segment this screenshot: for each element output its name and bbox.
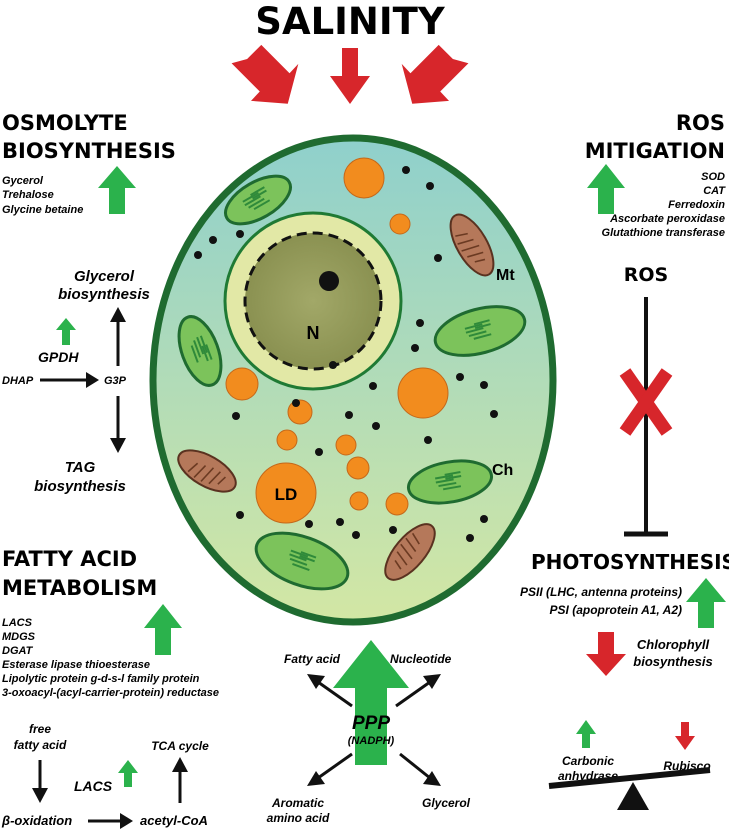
granules <box>194 166 498 542</box>
chloroplast <box>254 531 350 591</box>
ros-item: Ferredoxin <box>668 199 725 211</box>
psii-label: PSII (LHC, antenna proteins) <box>520 585 682 599</box>
fatty-acid-item: Lipolytic protein g-d-s-l family protein <box>2 673 200 685</box>
lipid-droplet-label: LD <box>275 485 298 504</box>
lipid-droplet-large <box>255 462 317 524</box>
rubisco-down-arrow <box>675 722 695 750</box>
arrow-down-beta <box>32 760 48 803</box>
fatty-acid-item: MDGS <box>2 631 36 643</box>
mitochondrion <box>177 449 237 493</box>
arrow-ppp-aromatic <box>307 752 353 786</box>
free-fatty-acid-label: fatty acid <box>14 738 67 752</box>
osmolyte-up-arrow <box>98 166 136 214</box>
lacs-up-arrow <box>118 760 138 787</box>
salinity-arrow-right <box>401 44 469 104</box>
osmolyte-item: Gycerol <box>2 175 44 187</box>
arrow-ppp-fatty-acid <box>307 674 353 708</box>
g3p-label: G3P <box>104 375 127 387</box>
osmolyte-heading-1: OSMOLYTE <box>2 111 128 135</box>
fatty-acid-item: Esterase lipase thioesterase <box>2 659 150 671</box>
fatty-acid-up-arrow <box>144 604 182 655</box>
arrow-ppp-glycerol <box>399 752 441 786</box>
fatty-acid-heading-1: FATTY ACID <box>2 547 137 571</box>
fatty-acid-item: DGAT <box>2 645 34 657</box>
fatty-acid-heading-2: METABOLISM <box>2 576 157 600</box>
chloroplast <box>433 305 527 357</box>
salinity-arrow-center <box>330 48 370 104</box>
gpdh-label: GPDH <box>38 349 79 365</box>
nucleus-label: N <box>307 323 320 343</box>
arrow-dhap-g3p <box>40 372 99 388</box>
tag-biosynthesis-label: biosynthesis <box>34 478 126 495</box>
ppp-glycerol-label: Glycerol <box>422 796 471 810</box>
ppp-nadph-label: (NADPH) <box>348 735 395 747</box>
dhap-label: DHAP <box>2 375 34 387</box>
osmolyte-item: Glycine betaine <box>2 204 83 216</box>
salinity-arrow-left <box>231 44 299 104</box>
photosynthesis-up-arrow <box>686 578 726 628</box>
ros-inhibition-line <box>624 297 668 537</box>
ppp-aromatic-label: amino acid <box>267 811 330 825</box>
mitochondrion <box>384 523 436 581</box>
carbonic-anhydrase-label: Carbonic <box>562 754 614 768</box>
arrow-up-tca <box>172 757 188 803</box>
ppp-aromatic-label: Aromatic <box>271 796 324 810</box>
ros-item: Glutathione transferase <box>602 227 725 239</box>
ros-heading-2: MITIGATION <box>585 139 725 163</box>
balance-scale <box>548 767 711 810</box>
chlorophyll-down-arrow <box>586 632 626 676</box>
ppp-label: PPP <box>352 713 390 734</box>
mitochondrion-label: Mt <box>496 267 515 284</box>
ros-up-arrow <box>587 164 625 214</box>
chloroplast <box>406 459 494 505</box>
gpdh-up-arrow <box>56 318 76 345</box>
tca-cycle-label: TCA cycle <box>151 739 209 753</box>
fatty-acid-item: LACS <box>2 617 33 629</box>
tag-biosynthesis-label: TAG <box>65 459 96 476</box>
ros-label: ROS <box>624 264 668 286</box>
beta-oxidation-label: β-oxidation <box>1 813 72 828</box>
block-x-icon <box>619 368 673 436</box>
fatty-acid-item: 3-oxoacyl-(acyl-carrier-protein) reducta… <box>2 687 219 699</box>
nucleus <box>223 211 403 391</box>
ros-heading-1: ROS <box>676 111 725 135</box>
arrow-up-glycerol <box>110 307 126 366</box>
chlorophyll-label: Chlorophyll <box>637 637 710 652</box>
chloroplast <box>224 174 292 226</box>
ppp-nucleotide-label: Nucleotide <box>390 652 452 666</box>
osmolyte-heading-2: BIOSYNTHESIS <box>2 139 176 163</box>
acetyl-coa-label: acetyl-CoA <box>140 813 208 828</box>
title-salinity: SALINITY <box>255 0 446 43</box>
chloroplast-label: Ch <box>492 462 513 479</box>
free-fatty-acid-label: free <box>29 722 51 736</box>
lacs-label: LACS <box>74 778 113 794</box>
ros-item: SOD <box>701 171 725 183</box>
lipid-droplets <box>225 157 449 516</box>
ppp-up-arrow <box>333 640 409 765</box>
ros-item: CAT <box>703 185 726 197</box>
carbonic-up-arrow <box>576 720 596 748</box>
osmolyte-item: Trehalose <box>2 189 54 201</box>
arrow-ppp-nucleotide <box>395 674 441 708</box>
ros-item: Ascorbate peroxidase <box>609 213 725 225</box>
photosynthesis-heading: PHOTOSYNTHESIS <box>531 550 729 574</box>
chlorophyll-label: biosynthesis <box>633 654 712 669</box>
chloroplast <box>177 315 223 387</box>
mitochondrion <box>449 213 495 277</box>
glycerol-biosynthesis-label: Glycerol <box>74 268 135 285</box>
psi-label: PSI (apoprotein A1, A2) <box>550 603 682 617</box>
glycerol-biosynthesis-label: biosynthesis <box>58 286 150 303</box>
ppp-fatty-acid-label: Fatty acid <box>284 652 341 666</box>
arrow-down-tag <box>110 396 126 453</box>
arrow-beta-acetyl <box>88 813 133 829</box>
